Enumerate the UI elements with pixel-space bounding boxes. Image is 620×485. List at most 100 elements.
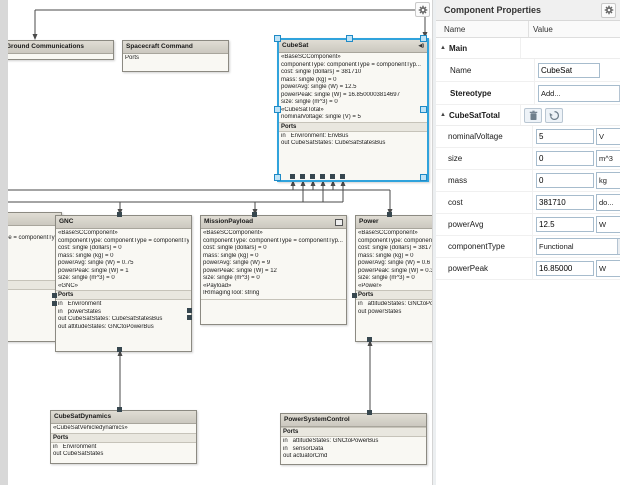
panel-settings-button[interactable]: [601, 3, 616, 18]
port[interactable]: [117, 347, 122, 352]
ground-communications-block[interactable]: Ground Communications: [8, 40, 114, 60]
attribute-line: powerAvg: single (W) = 9: [203, 260, 344, 268]
attribute-line: size: single (m^3) = 0: [8, 272, 59, 280]
componenttype-dropdown[interactable]: Functional ▼: [536, 238, 620, 255]
port[interactable]: [367, 410, 372, 415]
unit-dropdown[interactable]: do... ▼: [596, 194, 620, 211]
unit-value: V: [597, 129, 620, 144]
port-line: out powerStates: [358, 309, 432, 317]
port[interactable]: [352, 293, 357, 298]
property-row-size: size m^3 ▼: [436, 148, 620, 170]
port-line: in attitudeStates: GNCtoPowerBus: [283, 438, 424, 446]
port-line: in Environment: EnvBus: [281, 133, 425, 141]
gnc-title: GNC: [59, 216, 73, 228]
selection-handle[interactable]: [274, 35, 281, 42]
power-block[interactable]: Power «BaseSCComponent»componentType: co…: [355, 215, 432, 342]
port-line: in sensorData: [283, 446, 424, 454]
property-label: mass: [436, 170, 532, 191]
powerpeak-input[interactable]: [536, 261, 594, 276]
component-properties-panel: Component Properties Name Value ▲ Main: [436, 0, 620, 485]
canvas-settings-button[interactable]: [415, 2, 430, 17]
unit-dropdown[interactable]: V ▼: [596, 128, 620, 145]
port[interactable]: [320, 174, 325, 179]
cubesat-attributes: «BaseSCComponent»componentType: componen…: [279, 53, 427, 122]
port[interactable]: [290, 174, 295, 179]
property-row-poweravg: powerAvg W ▼: [436, 214, 620, 236]
attribute-line: «CubeSatTotal»: [281, 107, 425, 115]
unit-dropdown[interactable]: m^3 ▼: [596, 150, 620, 167]
spacecraft-command-header: Spacecraft Command: [123, 41, 228, 54]
remove-stereotype-button[interactable]: [524, 108, 542, 123]
selection-handle[interactable]: [346, 35, 353, 42]
port[interactable]: [387, 212, 392, 217]
cubesat-ports: in Environment: EnvBusout CubeSatStates:…: [279, 132, 427, 148]
cubesat-block[interactable]: CubeSat ◀) «BaseSCComponent»componentTyp…: [277, 38, 429, 182]
port[interactable]: [310, 174, 315, 179]
size-input[interactable]: [536, 151, 594, 166]
trash-icon: [529, 110, 538, 121]
selection-handle[interactable]: [274, 106, 281, 113]
attribute-line: powerPeak: single (W) = 12: [203, 268, 344, 276]
property-label: powerPeak: [436, 258, 532, 279]
section-cubesattotal[interactable]: ▲ CubeSatTotal: [436, 105, 620, 126]
port[interactable]: [52, 293, 57, 298]
unit-dropdown[interactable]: W ▼: [596, 216, 620, 233]
nominalvoltage-input[interactable]: [536, 129, 594, 144]
port[interactable]: [367, 337, 372, 342]
section-cubesattotal-label: CubeSatTotal: [449, 111, 500, 120]
gnc-block[interactable]: GNC «BaseSCComponent»componentType: comp…: [55, 215, 192, 352]
mission-payload-block[interactable]: MissionPayload «BaseSCComponent»componen…: [200, 215, 347, 325]
port[interactable]: [252, 212, 257, 217]
componenttype-value: Functional: [537, 239, 617, 254]
port-line: in Environment: [53, 444, 194, 452]
section-main[interactable]: ▲ Main: [436, 38, 620, 59]
port[interactable]: [187, 315, 192, 320]
partial-left-attributes: «BaseSCComponent»componentType: componen…: [8, 226, 61, 280]
ground-communications-header: Ground Communications: [8, 41, 113, 54]
gear-icon: [604, 5, 614, 15]
selection-handle[interactable]: [420, 174, 427, 181]
property-label: nominalVoltage: [436, 126, 532, 147]
port[interactable]: [52, 301, 57, 306]
stereotype-dropdown[interactable]: Add... ▼: [538, 85, 620, 102]
port[interactable]: [300, 174, 305, 179]
selection-handle[interactable]: [420, 106, 427, 113]
port[interactable]: [117, 407, 122, 412]
poweravg-input[interactable]: [536, 217, 594, 232]
attribute-line: cost: single (dollars) = 381710: [281, 69, 425, 77]
unit-value: W: [597, 261, 620, 276]
mass-input[interactable]: [536, 173, 594, 188]
attribute-line: mass: single (kg) = 0: [203, 253, 344, 261]
attribute-line: size: single (m^3) = 0: [58, 275, 189, 283]
power-system-control-block[interactable]: PowerSystemControl Ports in attitudeStat…: [280, 413, 427, 465]
gnc-ports-band: Ports: [56, 290, 191, 300]
psc-ports-band: Ports: [281, 427, 426, 437]
diagram-canvas[interactable]: Ground Communications Spacecraft Command…: [8, 0, 432, 485]
port-line: out attitudeStates: GNCtoPowerBus: [58, 324, 189, 332]
panel-title: Component Properties: [444, 5, 541, 15]
collapse-triangle-icon[interactable]: ▲: [440, 45, 446, 51]
power-ports-band: Ports: [356, 290, 432, 300]
port[interactable]: [330, 174, 335, 179]
cubesat-dynamics-block[interactable]: CubeSatDynamics «CubeSatVehicledynamics»…: [50, 410, 197, 464]
spacecraft-command-block[interactable]: Spacecraft Command Ports: [122, 40, 229, 72]
cost-input[interactable]: [536, 195, 594, 210]
collapse-triangle-icon[interactable]: ▲: [440, 112, 446, 118]
port[interactable]: [117, 212, 122, 217]
port[interactable]: [340, 174, 345, 179]
partial-left-block[interactable]: «BaseSCComponent»componentType: componen…: [8, 212, 62, 342]
unit-dropdown[interactable]: kg ▼: [596, 172, 620, 189]
name-input[interactable]: [538, 63, 600, 78]
attribute-line: «BaseSCComponent»: [358, 230, 432, 238]
attribute-line: «BaseSCComponent»: [58, 230, 189, 238]
port[interactable]: [187, 308, 192, 313]
selection-handle[interactable]: [420, 35, 427, 42]
attribute-line: componentType: componentType = component…: [281, 62, 425, 70]
selection-handle[interactable]: [274, 174, 281, 181]
port-line: out actuatorCmd: [283, 453, 424, 461]
reset-defaults-button[interactable]: [545, 108, 563, 123]
attribute-line: powerPeak: single (W) = 0.35: [358, 268, 432, 276]
unit-dropdown[interactable]: W ▼: [596, 260, 620, 277]
panel-title-bar: Component Properties: [436, 0, 620, 21]
property-row-componenttype: componentType Functional ▼: [436, 236, 620, 258]
